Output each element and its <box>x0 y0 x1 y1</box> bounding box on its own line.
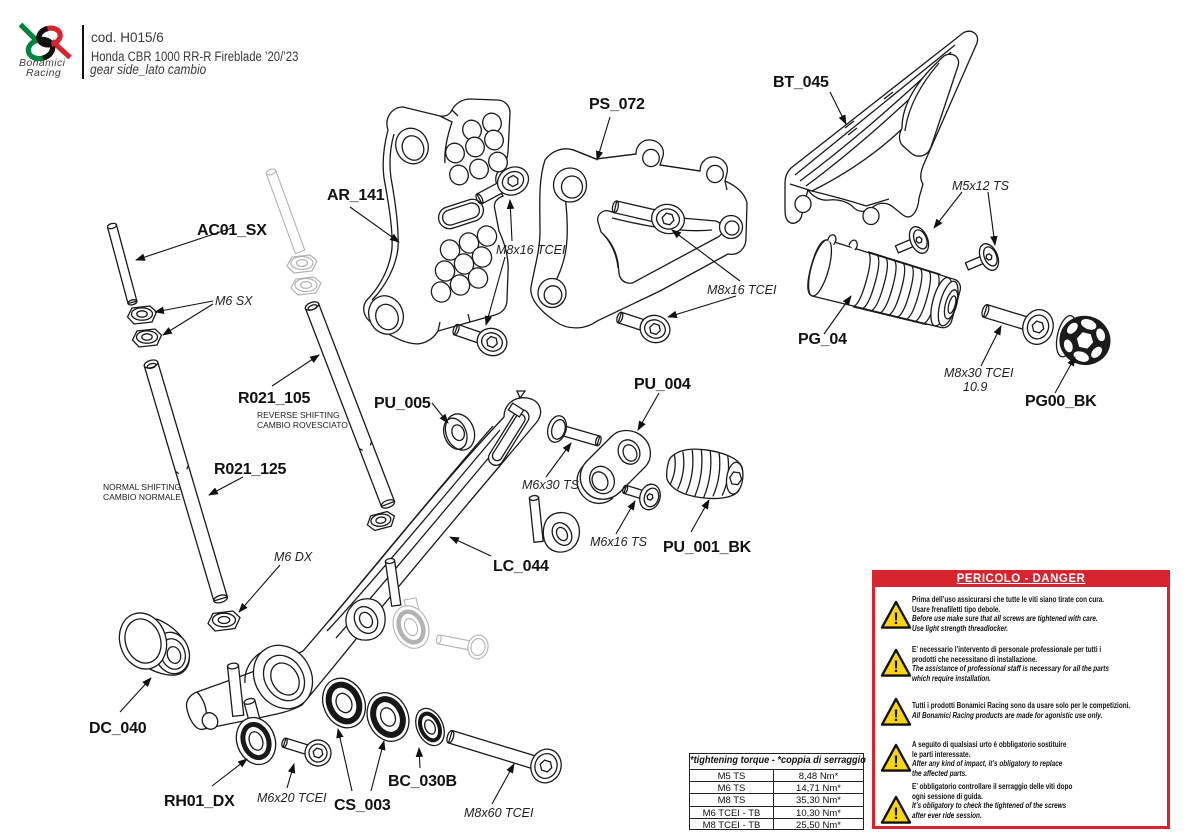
svg-text:M6x16 TS: M6x16 TS <box>590 535 648 549</box>
svg-text:M6 DX: M6 DX <box>274 550 313 564</box>
svg-text:PU_004: PU_004 <box>634 376 691 393</box>
svg-text:M6x20 TCEI: M6x20 TCEI <box>257 791 327 805</box>
svg-text:!: ! <box>893 753 898 771</box>
svg-text:CS_003: CS_003 <box>334 797 391 814</box>
svg-text:M8x60 TCEI: M8x60 TCEI <box>464 806 534 820</box>
svg-text:LC_044: LC_044 <box>493 558 549 575</box>
svg-text:AR_141: AR_141 <box>327 187 385 204</box>
svg-text:M8x16 TCEI: M8x16 TCEI <box>496 243 566 257</box>
svg-text:!: ! <box>893 610 898 628</box>
svg-text:CAMBIO ROVESCIATO: CAMBIO ROVESCIATO <box>257 420 348 430</box>
svg-text:DC_040: DC_040 <box>89 720 147 737</box>
svg-text:PU_001_BK: PU_001_BK <box>663 539 752 556</box>
svg-text:REVERSE SHIFTING: REVERSE SHIFTING <box>257 410 340 420</box>
svg-text:CAMBIO NORMALE: CAMBIO NORMALE <box>103 492 181 502</box>
svg-text:AC01_SX: AC01_SX <box>197 222 267 239</box>
svg-text:R021_105: R021_105 <box>238 390 311 407</box>
svg-text:M6x30 TS: M6x30 TS <box>522 478 580 492</box>
svg-text:PS_072: PS_072 <box>589 96 645 113</box>
svg-text:BT_045: BT_045 <box>773 74 829 91</box>
svg-text:PG_04: PG_04 <box>798 331 847 348</box>
svg-text:NORMAL SHIFTING: NORMAL SHIFTING <box>103 482 181 492</box>
svg-text:PG00_BK: PG00_BK <box>1025 393 1097 410</box>
svg-text:RH01_DX: RH01_DX <box>164 793 235 810</box>
svg-text:Racing: Racing <box>26 67 61 79</box>
svg-text:M5x12 TS: M5x12 TS <box>952 179 1010 193</box>
svg-text:M8x16 TCEI: M8x16 TCEI <box>707 283 777 297</box>
svg-text:!: ! <box>893 707 898 725</box>
svg-text:10.9: 10.9 <box>963 380 987 394</box>
svg-text:M6 SX: M6 SX <box>215 294 253 308</box>
svg-text:R021_125: R021_125 <box>214 461 287 478</box>
svg-text:PU_005: PU_005 <box>374 395 431 412</box>
svg-text:Bonamici: Bonamici <box>19 57 66 69</box>
svg-text:!: ! <box>893 805 898 823</box>
svg-text:M8x30 TCEI: M8x30 TCEI <box>944 366 1014 380</box>
svg-text:BC_030B: BC_030B <box>388 773 457 790</box>
svg-text:!: ! <box>893 658 898 676</box>
